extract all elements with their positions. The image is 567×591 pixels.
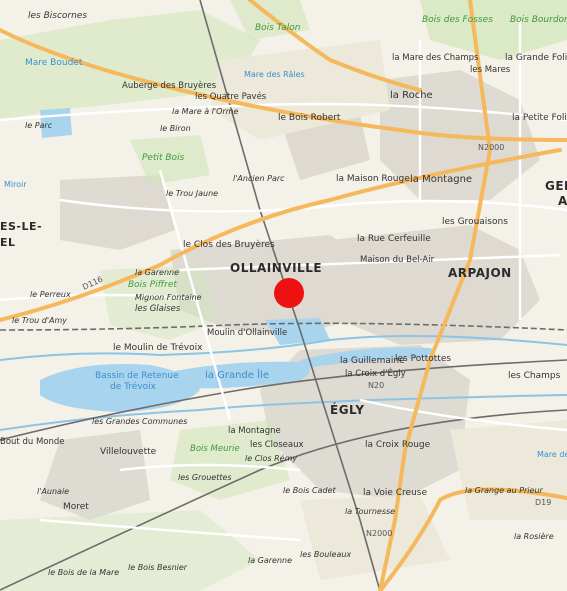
label-la-voie-creuse: la Voie Creuse	[363, 488, 427, 498]
label-maison-du-bel-air: Maison du Bel-Air	[360, 255, 435, 265]
label-les-grouettes: les Grouettes	[178, 473, 232, 482]
label-a-letter: A	[558, 194, 567, 208]
label-les-grouaisons: les Grouaisons	[442, 217, 508, 227]
label-bassin-line2: de Trévoix	[110, 381, 157, 392]
label-le-clos-des-bruyeres: le Clos des Bruyères	[183, 239, 275, 250]
label-les-mares: les Mares	[470, 65, 511, 75]
label-mare-boudet: Mare Boudet	[25, 58, 83, 68]
label-ollainville: OLLAINVILLE	[230, 261, 322, 275]
location-marker[interactable]	[274, 278, 304, 308]
label-la-rosiere: la Rosière	[514, 531, 554, 541]
label-bois-piffret: Bois Piffret	[128, 280, 177, 290]
label-la-roche: la Roche	[390, 90, 433, 101]
label-mare-des-rales: Mare des Râles	[244, 70, 305, 79]
label-la-garenne-north: la Garenne	[135, 268, 179, 277]
label-arpajon: ARPAJON	[448, 266, 512, 280]
label-le-perreux: le Perreux	[30, 290, 71, 299]
label-le-bois-besnier: le Bois Besnier	[128, 563, 188, 572]
label-la-petite-folie: la Petite Folie	[512, 113, 567, 123]
label-moulin-dollainville: Moulin d'Ollainville	[207, 328, 287, 338]
label-la-montagne-south: la Montagne	[228, 426, 281, 436]
label-les-glaises: les Glaises	[135, 304, 181, 314]
label-les-biscornes: les Biscornes	[28, 11, 87, 21]
label-bois-meurie: Bois Meurie	[190, 444, 240, 454]
label-le-trou-damy: le Trou d'Amy	[12, 316, 67, 325]
label-la-grande-folie: la Grande Folie	[505, 53, 567, 63]
label-la-guillemaine: la Guillemaine	[340, 356, 405, 366]
water-bodies	[40, 108, 434, 412]
label-les-closeaux: les Closeaux	[250, 440, 304, 450]
label-les-champs: les Champs	[508, 371, 561, 381]
label-la-grande-ile: la Grande Île	[205, 368, 269, 381]
label-la-rue-cerfeuille: la Rue Cerfeuille	[357, 234, 431, 244]
label-petit-bois: Petit Bois	[142, 153, 185, 163]
label-es-le: ES-LE-	[0, 220, 42, 233]
label-le-bois-de-la-mare: le Bois de la Mare	[48, 568, 119, 577]
label-villelouvette: Villelouvette	[100, 447, 157, 457]
label-launaie: l'Aunaie	[37, 487, 69, 496]
label-n20: N20	[368, 381, 384, 390]
label-bout-du-monde: Bout du Monde	[0, 437, 65, 447]
urban-areas	[40, 70, 540, 520]
label-moret: Moret	[63, 502, 89, 512]
label-mare-des: Mare des	[537, 450, 567, 459]
label-le-bois-robert: le Bois Robert	[278, 113, 341, 123]
label-egly: ÉGLY	[330, 402, 365, 417]
label-la-grange-au-prieur: la Grange au Prieur	[465, 486, 544, 495]
label-d19: D19	[535, 498, 551, 507]
label-le-trou-jaune: le Trou Jaune	[166, 189, 218, 198]
label-miroir: Miroir	[4, 180, 27, 189]
label-la-tournesse: la Tournesse	[345, 507, 395, 516]
label-le-bois-cadet: le Bois Cadet	[283, 486, 336, 495]
label-la-croix-degly: la Croix d'Égly	[345, 367, 406, 379]
label-n2000-south: N2000	[366, 529, 392, 538]
label-la-garenne-south: la Garenne	[248, 556, 292, 565]
label-la-mare-a-lorme: la Mare à l'Orme	[172, 107, 238, 116]
label-les-pottottes: les Pottottes	[395, 354, 451, 364]
label-lancien-parc: l'Ancien Parc	[233, 174, 285, 183]
label-bois-bourdon: Bois Bourdon	[510, 15, 567, 25]
label-la-mare-des-champs: la Mare des Champs	[392, 53, 479, 63]
label-le-clos-remy: le Clos Rémy	[245, 453, 297, 463]
label-bois-des-fosses: Bois des Fosses	[422, 15, 493, 25]
label-ger: GER	[545, 179, 567, 193]
label-bassin-line1: Bassin de Retenue	[95, 371, 179, 381]
label-les-grandes-communes: les Grandes Communes	[92, 417, 187, 426]
label-el: EL	[0, 236, 16, 249]
rivers	[0, 335, 567, 431]
label-la-croix-rouge: la Croix Rouge	[365, 440, 431, 450]
label-les-bouleaux: les Bouleaux	[300, 550, 351, 559]
map-labels: les Biscornes Bois Talon Bois des Fosses…	[0, 11, 567, 577]
label-le-moulin-de-trevoix-1: le Moulin de Trévoix	[113, 342, 203, 353]
label-bois-talon: Bois Talon	[255, 23, 301, 33]
label-le-biron: le Biron	[160, 124, 191, 133]
label-les-quatre-paves: les Quatre Pavés	[195, 91, 267, 102]
label-n2000: N2000	[478, 143, 504, 152]
minor-roads	[0, 20, 567, 542]
label-la-maison-rouge: la Maison Rouge	[336, 174, 410, 184]
label-mignon-fontaine: Mignon Fontaine	[135, 293, 202, 302]
label-auberge-des-bruyeres: Auberge des Bruyères	[122, 80, 217, 91]
label-la-montagne-north: la Montagne	[410, 174, 472, 185]
label-le-parc: le Parc	[25, 121, 53, 130]
